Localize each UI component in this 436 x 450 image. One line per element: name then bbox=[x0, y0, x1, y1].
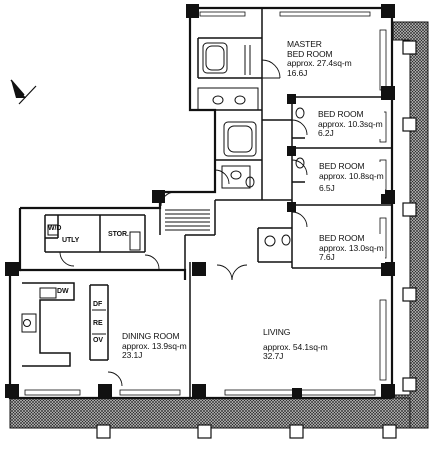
room-name: DINING ROOM bbox=[122, 331, 180, 341]
north-arrow-icon bbox=[10, 79, 37, 105]
fixture-label-re: RE bbox=[93, 320, 103, 327]
room-tatami: 6.2J bbox=[318, 128, 334, 138]
room-label-bed2: BED ROOM approx. 10.8sq-m 6.5J bbox=[318, 161, 385, 194]
room-name: BED ROOM bbox=[319, 233, 365, 243]
terrace bbox=[9, 21, 429, 429]
room-name: MASTER bbox=[287, 39, 322, 49]
fixture-label-wd: W/D bbox=[48, 225, 62, 232]
room-tatami: 6.5J bbox=[319, 183, 335, 193]
room-tatami: 7.6J bbox=[319, 252, 335, 262]
fixture-label-df: DF bbox=[93, 301, 103, 308]
room-name: BED ROOM bbox=[318, 109, 364, 119]
room-area: approx. 54.1sq-m bbox=[263, 341, 328, 352]
room-area: approx. 13.9sq-m bbox=[122, 340, 187, 351]
fixture-label-dw: DW bbox=[57, 288, 69, 295]
structural-columns bbox=[5, 4, 395, 398]
room-tatami: 23.1J bbox=[122, 350, 143, 360]
fixture-label-utly: UTLY bbox=[62, 237, 80, 244]
fixture-label-stor: STOR. bbox=[108, 231, 129, 238]
room-area: approx. 27.4sq-m bbox=[287, 58, 352, 68]
interior-walls bbox=[22, 8, 392, 398]
room-label-master: MASTER BED ROOM approx. 27.4sq-m 16.6J bbox=[287, 39, 352, 78]
bath-fixtures bbox=[47, 42, 305, 251]
doors bbox=[59, 59, 308, 387]
room-name: LIVING bbox=[263, 327, 291, 337]
room-area: approx. 13.0sq-m bbox=[319, 242, 384, 253]
room-label-bed1: BED ROOM approx. 10.3sq-m 6.2J bbox=[317, 109, 384, 139]
terrace-columns bbox=[96, 40, 417, 439]
room-label-dining: DINING ROOM approx. 13.9sq-m 23.1J bbox=[122, 331, 187, 361]
fixture-label-ov: OV bbox=[93, 337, 103, 344]
room-name: BED ROOM bbox=[319, 161, 365, 171]
room-area: approx. 10.3sq-m bbox=[318, 118, 383, 129]
room-label-bed3: BED ROOM approx. 13.0sq-m 7.6J bbox=[318, 233, 385, 263]
room-area: approx. 10.8sq-m bbox=[319, 170, 384, 181]
room-tatami: 16.6J bbox=[287, 67, 308, 78]
room-tatami: 32.7J bbox=[263, 351, 284, 361]
room-name: BED ROOM bbox=[287, 48, 333, 59]
room-label-living: LIVING approx. 54.1sq-m 32.7J bbox=[263, 327, 328, 362]
kitchen bbox=[21, 287, 106, 335]
